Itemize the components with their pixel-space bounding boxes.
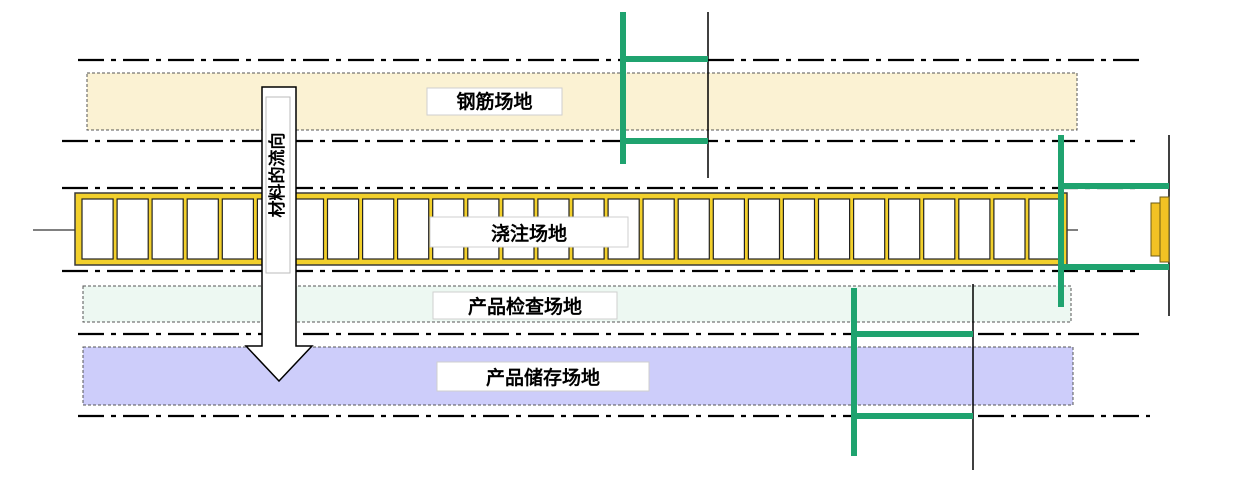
- mold-cell: [852, 198, 886, 260]
- mold-cell: [116, 198, 149, 260]
- mold-cell: [291, 198, 325, 260]
- gantry-crane-storage: [851, 284, 974, 470]
- material-flow-label-box: [265, 96, 291, 274]
- mold-cell: [221, 198, 255, 260]
- material-flow-label: 材料的流向: [267, 133, 288, 218]
- rebar-yard-label: 钢筋场地: [456, 90, 532, 113]
- gantry-crane-casting: [1058, 135, 1170, 316]
- mold-cell: [923, 198, 956, 260]
- mold-cell: [186, 198, 219, 260]
- mold-cell: [958, 198, 991, 260]
- mold-cell: [887, 198, 921, 260]
- mold-cells: [81, 198, 1061, 260]
- inspection-yard-label: 产品检查场地: [468, 295, 582, 318]
- casting-yard-label-box: [429, 216, 629, 248]
- mold-cell: [1028, 198, 1061, 260]
- gantry-crane-rebar: [620, 12, 709, 178]
- casting-yard-label: 浇注场地: [491, 222, 567, 245]
- mold-cell: [747, 198, 781, 260]
- mold-cell: [993, 198, 1026, 260]
- mold-cell: [677, 198, 710, 260]
- rebar-yard-area: [86, 72, 1078, 131]
- storage-yard-label: 产品储存场地: [486, 366, 600, 389]
- inspection-yard-label-box: [432, 291, 618, 320]
- mold-cell: [712, 198, 745, 260]
- mold-cell: [151, 198, 184, 260]
- mold-cell: [642, 198, 675, 260]
- rebar-yard-label-box: [426, 87, 563, 116]
- mold-cell: [817, 198, 851, 260]
- mold-cell: [362, 198, 395, 260]
- storage-yard-label-box: [436, 361, 650, 392]
- mold-cell: [397, 198, 430, 260]
- end-equipment: [1150, 196, 1170, 263]
- mold-cell: [782, 198, 816, 260]
- mold-cell: [81, 198, 114, 260]
- mold-cell: [326, 198, 360, 260]
- boundary-lines: [62, 58, 1150, 418]
